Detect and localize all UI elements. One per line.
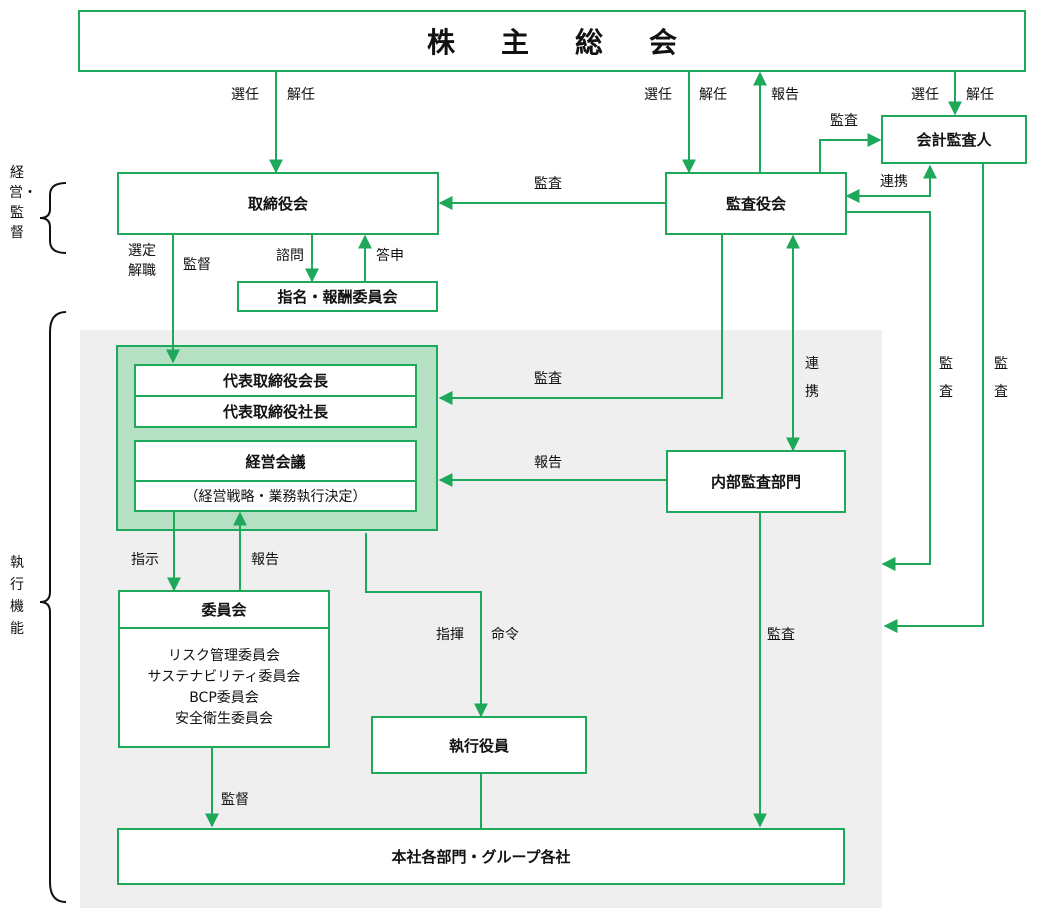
rep-president-label: 代表取締役社長 [222,403,328,421]
dismiss-label: 解任 [699,87,727,103]
rep-chairman-label: 代表取締役会長 [222,372,328,390]
dismiss-label: 解任 [287,87,315,103]
committees-list: リスク管理委員会 サステナビリティ委員会 BCP委員会 安全衛生委員会 [148,646,301,730]
committee-item: 安全衛生委員会 [174,710,273,727]
audit-board-box: 監査役会 [665,172,847,235]
audit-label: 監査 [830,113,858,129]
audit-board-label: 監査役会 [725,195,786,213]
audit-label: 監査 [767,627,795,643]
supervise-label: 監督 [221,792,249,808]
coordination-vertical-label: 連携 [805,356,819,400]
brace-management [39,182,67,254]
dismiss-post-label: 解職 [128,263,156,279]
audit-label: 監査 [534,371,562,387]
departments-label: 本社各部門・グループ各社 [391,848,571,866]
committees-title-box: 委員会 [118,590,330,629]
supervise-label: 監督 [183,257,211,273]
appoint-label: 選任 [231,87,259,103]
select-label: 選定 [128,243,156,259]
committee-item: リスク管理委員会 [167,647,280,664]
management-meeting-label: 経営会議 [245,452,306,471]
committees-title: 委員会 [201,601,247,619]
accountant-to-execution-area-line [883,164,984,633]
committee-item: BCP委員会 [189,689,259,706]
dismiss-label: 解任 [966,87,994,103]
nomination-committee-label: 指名・報酬委員会 [277,288,398,306]
auditboard-to-accountant-line [819,133,882,172]
accounting-auditor-box: 会計監査人 [881,115,1027,164]
accounting-auditor-label: 会計監査人 [916,131,992,149]
execution-side-label: 執行機能 [10,555,24,637]
nomination-committee-box: 指名・報酬委員会 [237,281,438,312]
internal-audit-box: 内部監査部門 [666,450,846,513]
appoint-label: 選任 [911,87,939,103]
report-label: 報告 [534,455,562,471]
report-label: 報告 [771,87,799,103]
audit-label: 監査 [534,176,562,192]
committees-list-box: リスク管理委員会 サステナビリティ委員会 BCP委員会 安全衛生委員会 [118,627,330,748]
departments-box: 本社各部門・グループ各社 [117,828,845,885]
management-meeting-box: 経営会議 [134,440,417,482]
report-label: 報告 [251,552,279,568]
board-label: 取締役会 [247,195,308,213]
committee-item: サステナビリティ委員会 [147,668,301,685]
order-label: 命令 [491,627,519,643]
shareholders-meeting-box: 株主総会 [78,10,1026,72]
rep-chairman-box: 代表取締役会長 [134,364,417,397]
management-supervision-side-label: 経営・監督 [9,165,37,241]
rep-president-box: 代表取締役社長 [134,395,417,428]
audit-vertical-label: 監査 [939,356,953,400]
auditboard-to-executives-line [438,234,723,405]
internal-audit-label: 内部監査部門 [710,473,801,491]
auditboard-accountant-coordination-line [845,164,937,203]
coordination-label: 連携 [880,174,908,190]
appoint-label: 選任 [644,87,672,103]
board-box: 取締役会 [117,172,439,235]
management-meeting-note-box: （経営戦略・業務執行決定） [134,480,417,512]
audit-vertical-label: 監査 [994,356,1008,400]
shareholders-meeting-title: 株主総会 [426,26,723,59]
management-to-executive-officers-line [365,533,488,718]
instruct-label: 指示 [131,552,159,568]
executive-officers-label: 執行役員 [448,736,509,755]
executive-officers-box: 執行役員 [371,716,587,774]
brace-execution [39,311,67,903]
management-meeting-note: （経営戦略・業務執行決定） [184,489,367,505]
direct-label: 指揮 [436,627,464,643]
respond-label: 答申 [376,248,404,264]
auditboard-to-execution-area-line [847,211,931,571]
consult-label: 諮問 [276,248,304,264]
